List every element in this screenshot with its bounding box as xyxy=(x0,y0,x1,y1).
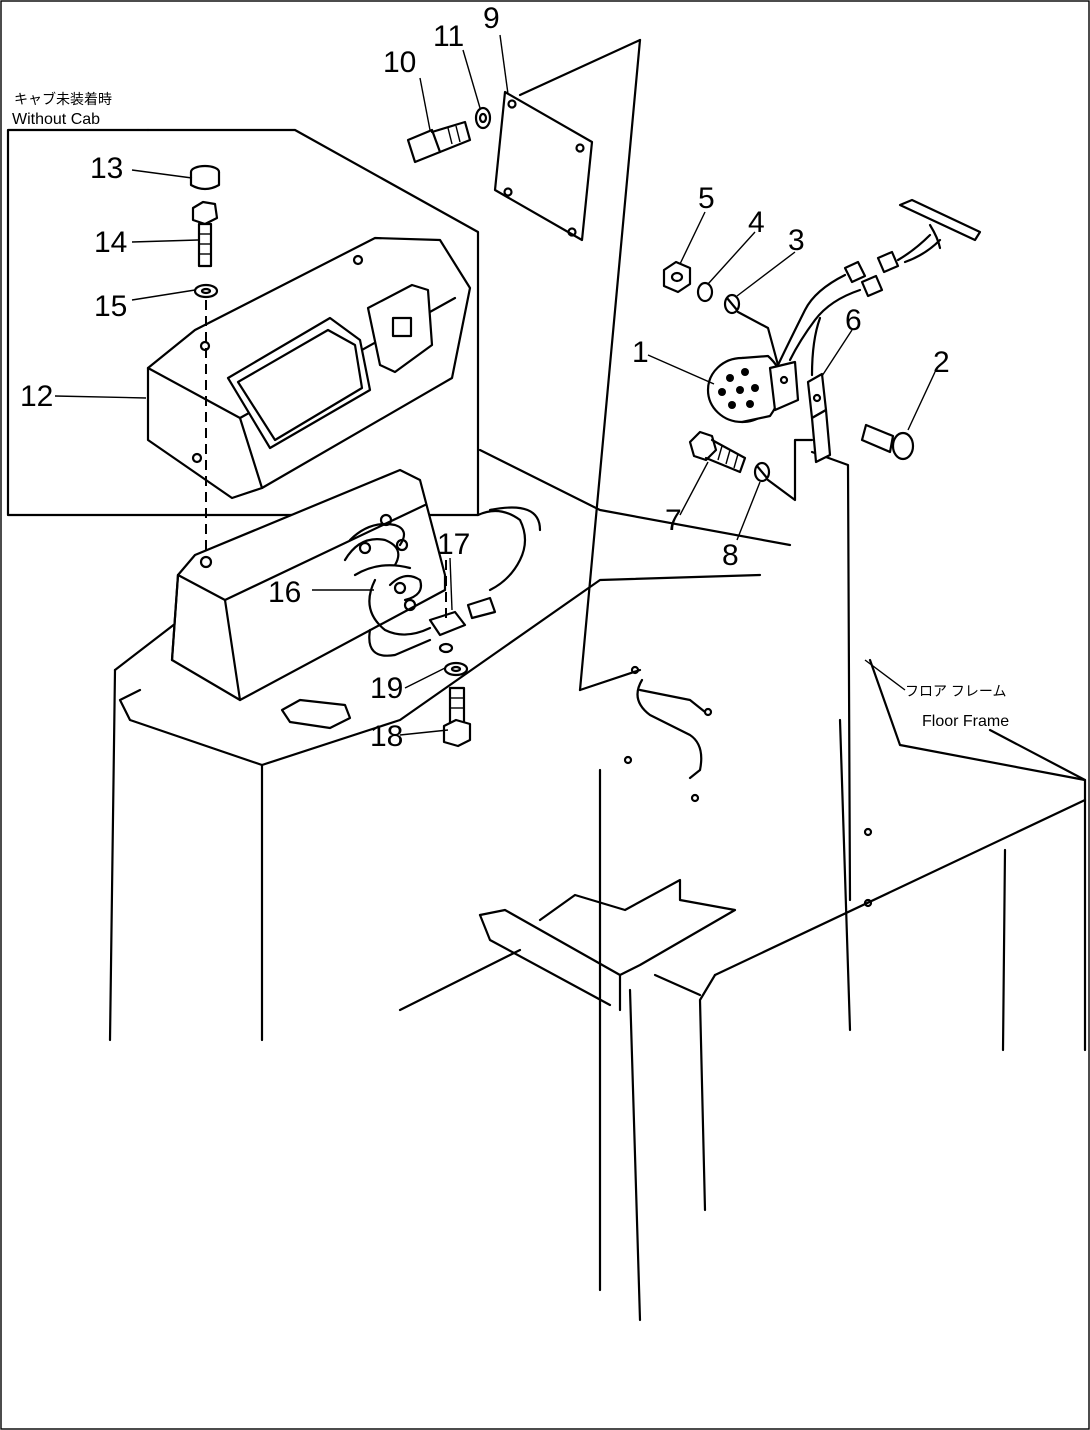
floor-frame xyxy=(108,38,1087,1322)
callout-10: 10 xyxy=(383,46,416,79)
callout-7: 7 xyxy=(665,504,682,537)
bracket-guide-line xyxy=(766,438,814,502)
part-11-washer xyxy=(474,106,492,130)
mount-line xyxy=(736,310,780,367)
part-19-washer xyxy=(443,661,469,677)
callout-14: 14 xyxy=(94,226,127,259)
callout-6: 6 xyxy=(845,304,862,337)
part-7-bolt xyxy=(688,430,747,474)
callout-5: 5 xyxy=(698,182,715,215)
part-5-nut xyxy=(662,260,692,294)
leader-lines xyxy=(54,34,936,736)
floor-frame-note-en: Floor Frame xyxy=(922,713,1009,730)
without-cab-note-jp: キャブ未装着時 xyxy=(14,91,112,107)
part-4-washer xyxy=(696,281,714,303)
callout-15: 15 xyxy=(94,290,127,323)
callout-19: 19 xyxy=(370,672,403,705)
part-6-bracket xyxy=(806,372,832,464)
buzzer-wiring xyxy=(776,198,982,377)
part-18-bolt xyxy=(442,686,472,748)
access-plate xyxy=(280,698,352,730)
callout-16: 16 xyxy=(268,576,301,609)
callout-13: 13 xyxy=(90,152,123,185)
part-16-monitor-panel xyxy=(170,468,542,702)
part-8-washer xyxy=(753,461,771,483)
part-3-lock-washer xyxy=(723,293,741,315)
callout-3: 3 xyxy=(788,224,805,257)
part-9-cover-plate xyxy=(493,90,594,242)
part-15-washer xyxy=(193,283,219,299)
callout-1: 1 xyxy=(632,336,649,369)
callout-17: 17 xyxy=(437,528,470,561)
part-12-cover xyxy=(146,236,472,500)
part-1-buzzer xyxy=(706,354,800,424)
callout-2: 2 xyxy=(933,346,950,379)
callout-11: 11 xyxy=(433,20,464,53)
callout-9: 9 xyxy=(483,2,500,35)
callout-18: 18 xyxy=(370,720,403,753)
callout-12: 12 xyxy=(20,380,53,413)
floor-frame-note-jp: フロア フレーム xyxy=(905,683,1006,699)
callout-4: 4 xyxy=(748,206,765,239)
part-13-cap xyxy=(189,164,221,191)
part-14-bolt xyxy=(191,200,219,268)
callout-8: 8 xyxy=(722,539,739,572)
part-2-bolt xyxy=(860,423,915,461)
without-cab-note-en: Without Cab xyxy=(12,111,100,128)
part-10-bolt xyxy=(406,120,472,164)
